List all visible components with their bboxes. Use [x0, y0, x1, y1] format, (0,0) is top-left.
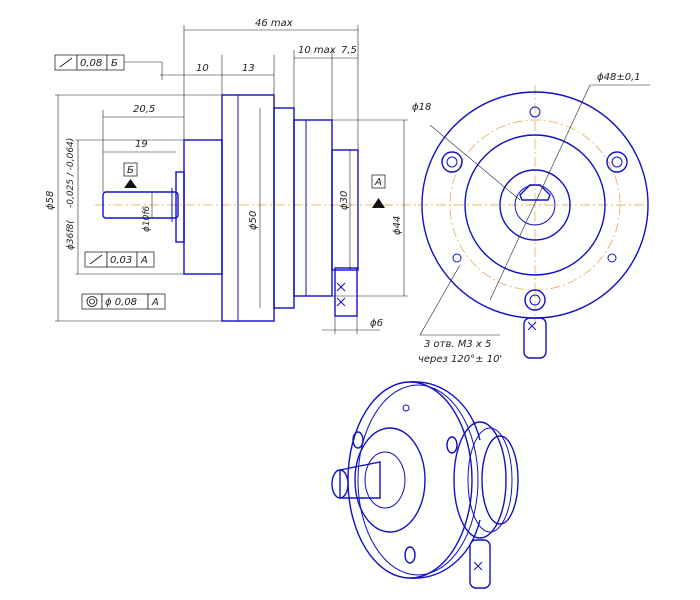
tolerance-frame-runout: 0,03 А [84, 251, 155, 268]
housing-step1 [183, 139, 223, 275]
datum-a-box [371, 174, 386, 189]
dim-dia-18: ϕ18 [412, 102, 431, 113]
tol-concentric-datum: А [151, 297, 159, 308]
iso-body [453, 421, 507, 539]
holes-note-line1: 3 отв. M3 x 5 [424, 339, 491, 350]
iso-shaft [339, 461, 381, 499]
housing-end [331, 149, 359, 271]
shaft-collar [175, 171, 185, 243]
iso-pin [469, 539, 491, 589]
tol-top-datum: Б [111, 58, 118, 69]
datum-a-label: А [374, 177, 382, 188]
dim-dia-30: ϕ30 [339, 191, 350, 210]
shaft-body [102, 191, 179, 219]
front-pin [523, 317, 547, 359]
front-mid-circle [464, 134, 606, 276]
tol-runout-datum: А [140, 255, 148, 266]
datum-b-label: Б [127, 165, 134, 176]
side-view: 46 max 10 13 10 max 7,5 20,5 19 ϕ58 ϕ36f… [45, 18, 420, 334]
dim-flange-10max: 10 max [298, 45, 336, 56]
hole-bottom [524, 289, 546, 311]
dim-dia-58: ϕ58 [45, 191, 56, 210]
dim-dia-6: ϕ6 [370, 318, 383, 329]
datum-a-triangle [372, 198, 385, 208]
datum-b-box [123, 162, 138, 177]
isometric-view [331, 381, 519, 589]
pin [334, 267, 358, 317]
iso-end [481, 435, 519, 525]
dim-flange-7-5: 7,5 [341, 45, 357, 56]
small-hole-top [529, 106, 541, 118]
tolerance-frame-concentric: ϕ 0,08 А [81, 293, 166, 310]
tol-concentric-value: ϕ 0,08 [105, 297, 137, 308]
dim-shaft-19: 19 [135, 139, 148, 150]
hole-right [606, 151, 628, 173]
housing-step2 [273, 107, 295, 309]
holes-note-line2: через 120°± 10' [418, 354, 502, 365]
dim-dia-50: ϕ50 [248, 211, 259, 230]
dim-dia-44: ϕ44 [392, 216, 403, 235]
hole-left [441, 151, 463, 173]
datum-b-triangle [124, 179, 137, 188]
small-hole-right [607, 253, 617, 263]
tol-runout-value: 0,03 [110, 255, 132, 266]
small-hole-left [452, 253, 462, 263]
housing-step3 [293, 119, 333, 297]
dim-dia-36-tol: -0,025 / -0,064) [66, 138, 76, 208]
shaft-key [519, 184, 551, 201]
dim-dia-48: ϕ48±0,1 [597, 72, 641, 83]
iso-hub [354, 427, 426, 533]
dim-dia-36: ϕ36f8( [66, 220, 76, 250]
front-view: ϕ18 ϕ48±0,1 3 отв. M3 x 5 через 120°± 10… [412, 72, 650, 365]
dim-shaft-20-5: 20,5 [133, 104, 155, 115]
front-inner-circle [499, 169, 571, 241]
dim-dia-10: ϕ10f6 [142, 205, 152, 232]
dim-step-10: 10 [196, 63, 209, 74]
tolerance-frame-top: 0,08 Б [54, 54, 163, 80]
housing-flange [221, 94, 275, 322]
dim-step-13: 13 [242, 63, 255, 74]
tol-top-value: 0,08 [80, 58, 102, 69]
dim-overall-length: 46 max [255, 18, 293, 29]
